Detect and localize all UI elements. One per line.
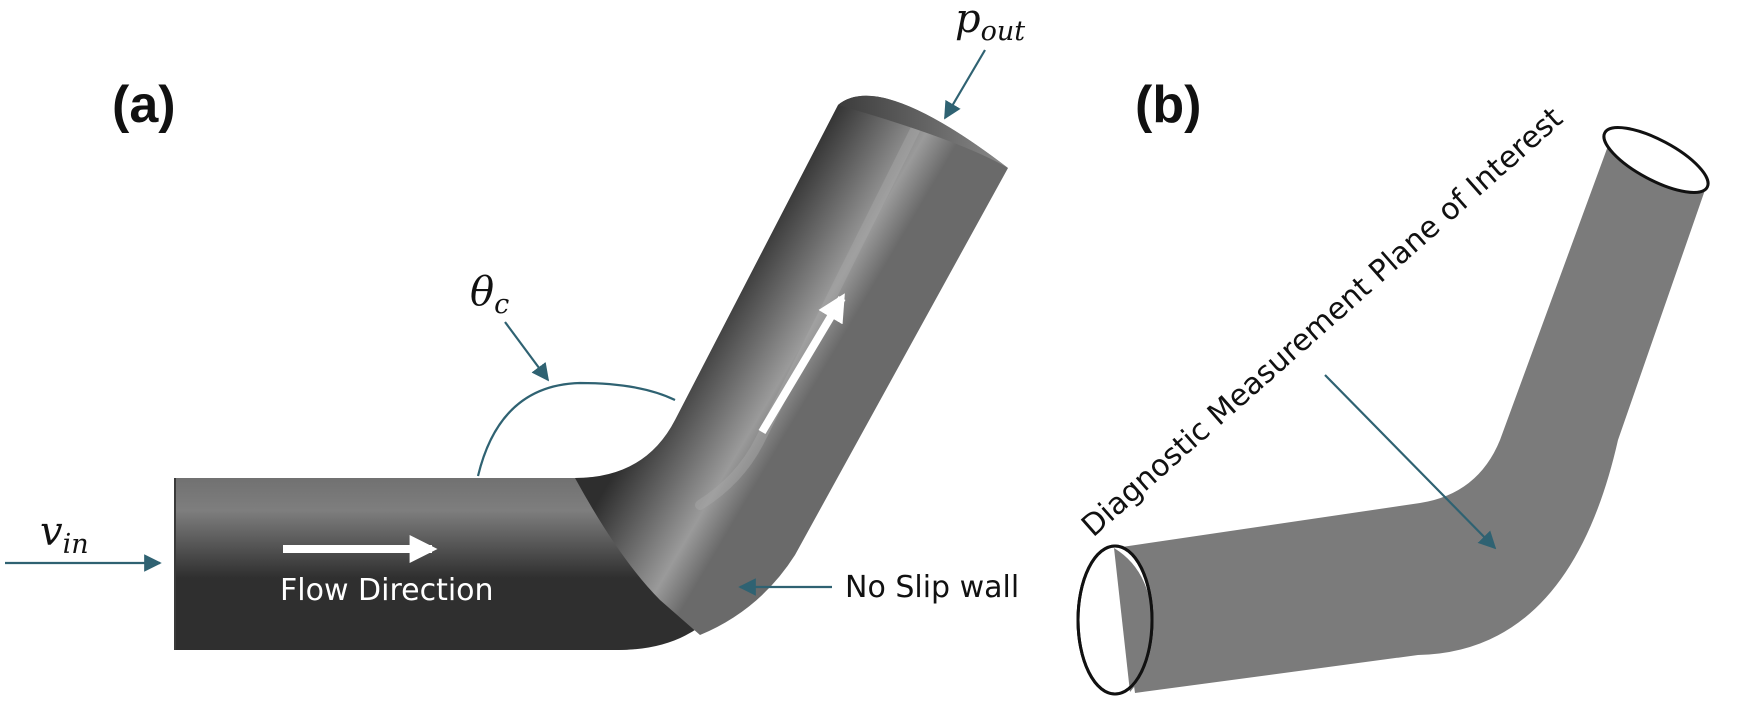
bent-pipe-a [174, 95, 1008, 650]
bend-angle-arc [476, 381, 676, 477]
flow-arrow-diagonal [758, 293, 846, 435]
flow-direction-label: Flow Direction [280, 573, 494, 608]
panel-b: (b) Diagnostic Measurement Plane of Inte… [1075, 76, 1710, 696]
panel-b-label: (b) [1135, 76, 1201, 134]
bend-angle-arrow [504, 321, 550, 382]
outlet-plane-ellipse [1602, 126, 1710, 194]
pipe-a-highlight [695, 125, 920, 510]
pipe-a-outlet-cap [838, 95, 1008, 168]
bend-angle-label: θc [470, 269, 509, 320]
inlet-plane-shade [1114, 548, 1152, 692]
pipe-a-upper [575, 95, 1008, 635]
panel-a: (a) Flow Direction vin pout θc [5, 0, 1025, 650]
inlet-velocity-label: vin [40, 509, 89, 560]
panel-a-label: (a) [112, 76, 176, 134]
no-slip-wall-label: No Slip wall [845, 570, 1019, 605]
inlet-plane-outline [1076, 544, 1154, 696]
outlet-arrow [944, 49, 986, 120]
bent-pipe-b [1115, 135, 1705, 693]
outlet-pressure-label: pout [955, 0, 1025, 47]
measurement-plane-arrow [1324, 374, 1497, 550]
